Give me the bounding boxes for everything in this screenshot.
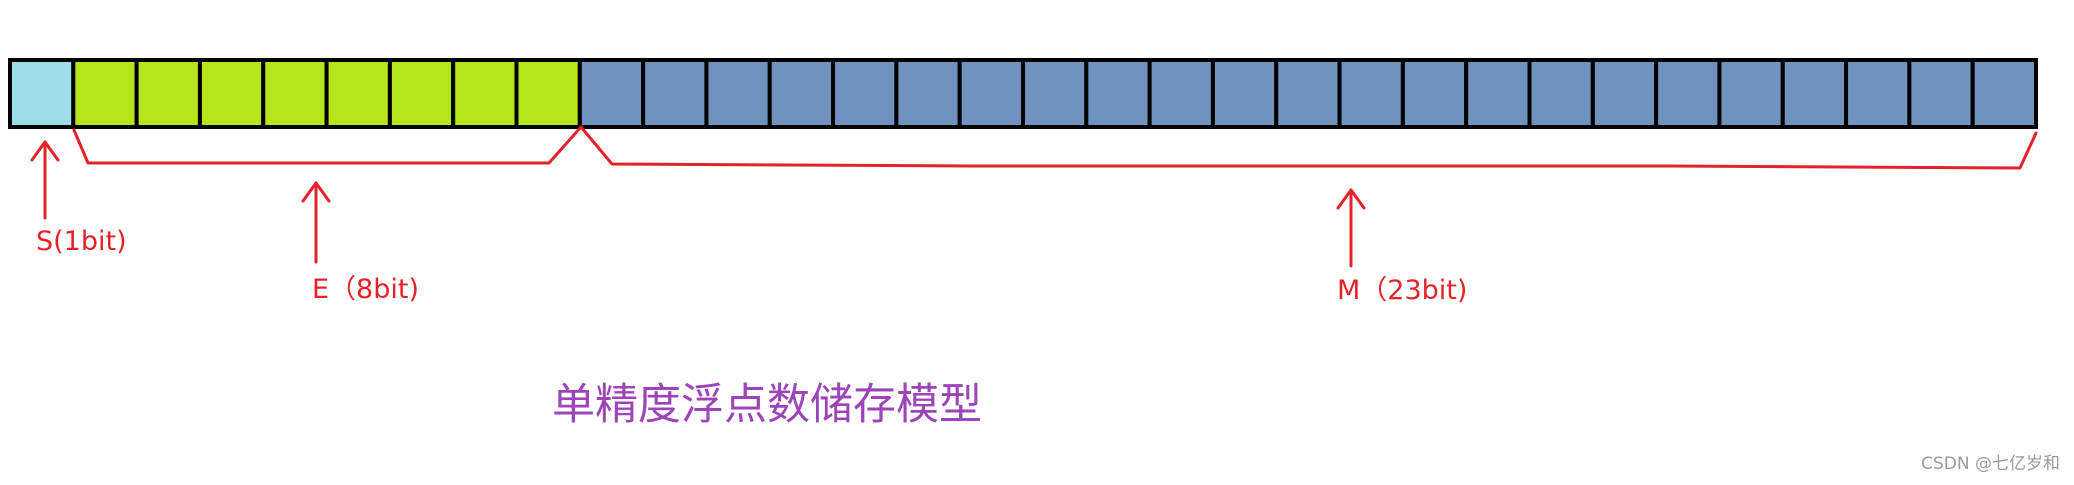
sign-bit-cell bbox=[8, 58, 76, 129]
field-arrows bbox=[30, 140, 1366, 268]
mantissa-label: M（23bit) bbox=[1337, 275, 1468, 306]
exponent-label: E（8bit) bbox=[312, 274, 419, 305]
mantissa-bit-cell bbox=[831, 58, 899, 129]
mantissa-bit-cell bbox=[1337, 58, 1405, 129]
exponent-bit-cell bbox=[324, 58, 392, 129]
exponent-bit-cell bbox=[71, 58, 139, 129]
sign-arrow-icon bbox=[30, 140, 60, 220]
mantissa-bit-cell bbox=[767, 58, 836, 129]
sign-label: S(1bit) bbox=[36, 226, 127, 257]
diagram-caption: 单精度浮点数储存模型 bbox=[552, 380, 982, 430]
mantissa-arrow-icon bbox=[1336, 188, 1366, 268]
mantissa-bit-cell bbox=[1970, 58, 2038, 129]
mantissa-bit-cell bbox=[1654, 58, 1722, 129]
mantissa-bit-cell bbox=[1464, 58, 1532, 129]
mantissa-bit-cell bbox=[1400, 58, 1469, 129]
mantissa-bit-cell bbox=[1780, 58, 1849, 129]
mantissa-bit-cell bbox=[1590, 58, 1659, 129]
mantissa-bit-cell bbox=[1907, 58, 1975, 129]
mantissa-brace bbox=[579, 125, 2038, 170]
exponent-bit-cell bbox=[451, 58, 519, 129]
field-braces bbox=[72, 125, 2038, 170]
mantissa-bit-cell bbox=[577, 58, 646, 129]
watermark: CSDN @七亿岁和 bbox=[1921, 454, 2060, 474]
mantissa-bit-cell bbox=[1210, 58, 1279, 129]
exponent-brace bbox=[72, 125, 583, 165]
mantissa-bit-cell bbox=[641, 58, 709, 129]
exponent-arrow-icon bbox=[301, 181, 331, 264]
exponent-bit-cell bbox=[514, 58, 582, 129]
mantissa-bit-cell bbox=[1021, 58, 1089, 129]
mantissa-bit-cell bbox=[1147, 58, 1215, 129]
mantissa-bit-cell bbox=[894, 58, 962, 129]
exponent-bit-cell bbox=[261, 58, 329, 129]
mantissa-bit-cell bbox=[1527, 58, 1595, 129]
mantissa-bit-cell bbox=[1717, 58, 1785, 129]
mantissa-bit-cell bbox=[704, 58, 772, 129]
exponent-bit-cell bbox=[387, 58, 456, 129]
mantissa-bit-cell bbox=[1844, 58, 1912, 129]
mantissa-bit-cell bbox=[957, 58, 1025, 129]
exponent-bit-cell bbox=[197, 58, 266, 129]
bit-cells bbox=[8, 58, 2038, 129]
mantissa-bit-cell bbox=[1274, 58, 1342, 129]
mantissa-bit-cell bbox=[1084, 58, 1152, 129]
exponent-bit-cell bbox=[134, 58, 202, 129]
